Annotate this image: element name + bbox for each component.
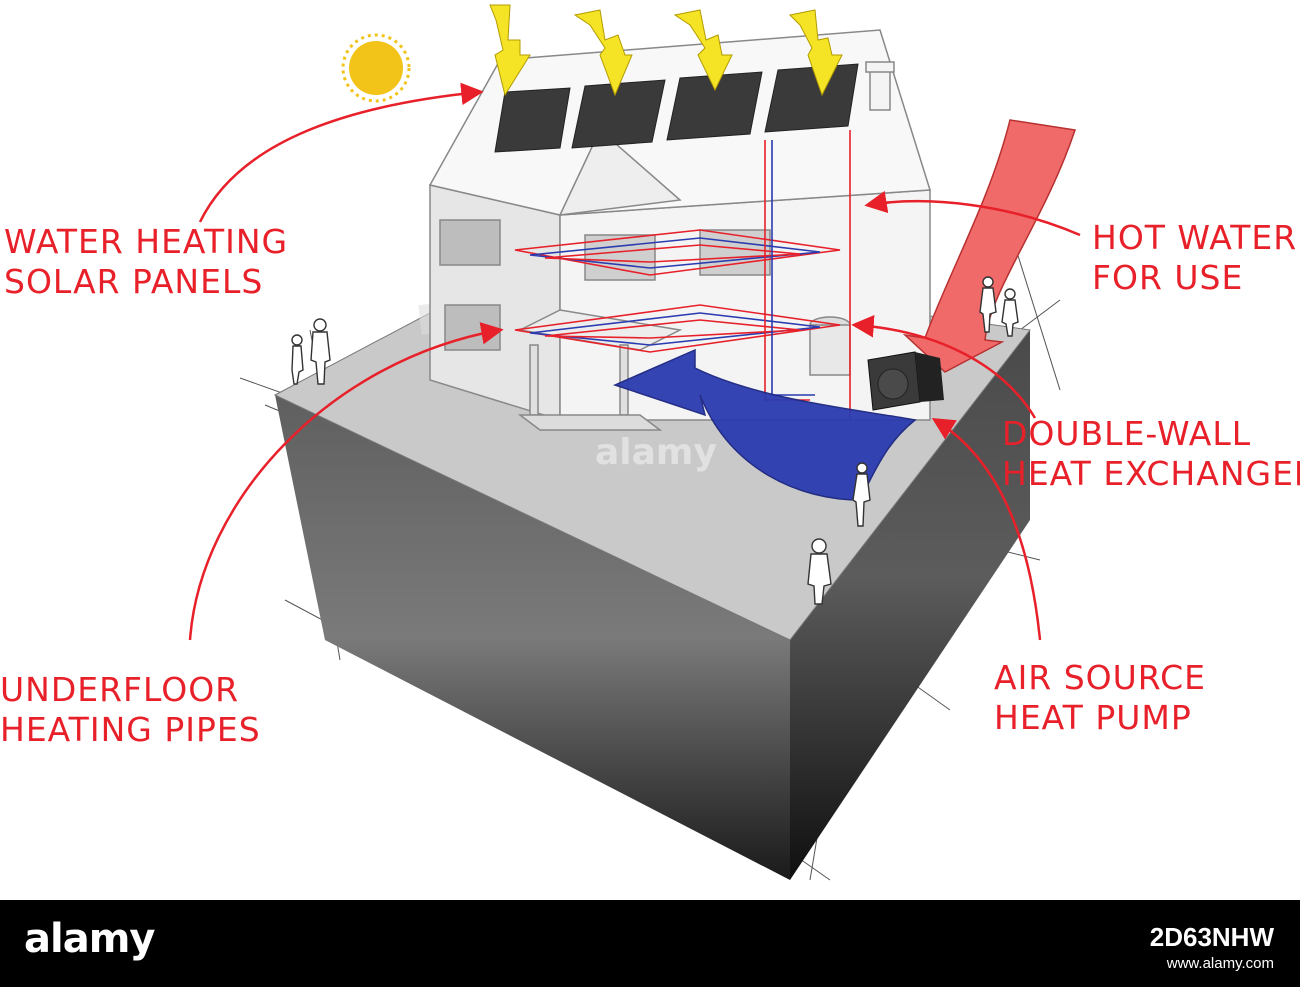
label-line: SOLAR PANELS <box>4 262 264 301</box>
ground-left-face <box>275 395 790 880</box>
label-line: FOR USE <box>1092 258 1244 297</box>
people <box>291 276 1019 605</box>
label-line: HEATING PIPES <box>0 710 261 749</box>
ground-right-face <box>790 330 1030 880</box>
heat-pump-icon <box>867 351 944 411</box>
site-url: www.alamy.com <box>1166 955 1274 972</box>
person-icon <box>852 462 871 527</box>
image-id: 2D63NHW <box>1149 922 1274 952</box>
solar-panels <box>494 63 859 153</box>
label-line: AIR SOURCE <box>994 658 1206 697</box>
water-return-arrow <box>612 348 917 501</box>
image-id-block: 2D63NHW www.alamy.com <box>1150 922 1274 972</box>
alamy-logo: alamy <box>24 916 155 962</box>
pointer-hot-water <box>864 190 1081 237</box>
label-line: WATER HEATING <box>4 222 289 261</box>
label-line: HEAT EXCHANGER <box>1002 454 1300 493</box>
person-icon <box>807 538 832 605</box>
label-heat-pump: AIR SOURCE HEAT PUMP <box>994 658 1206 738</box>
diagram-canvas <box>188 4 1081 881</box>
sun-icon <box>341 33 411 103</box>
person-icon <box>310 318 331 385</box>
person-icon <box>979 276 997 333</box>
solar-panel-icon <box>666 71 763 141</box>
label-line: UNDERFLOOR <box>0 670 240 709</box>
pointer-arrows <box>188 82 1081 641</box>
sun-rays <box>489 4 843 97</box>
person-icon <box>291 334 304 385</box>
watermark: alamy <box>595 432 717 473</box>
label-hot-water: HOT WATER FOR USE <box>1092 218 1297 298</box>
solar-panel-icon <box>764 63 859 133</box>
label-line: DOUBLE-WALL <box>1002 414 1252 453</box>
label-line: HEAT PUMP <box>994 698 1192 737</box>
pointer-underfloor <box>188 322 504 641</box>
air-intake-arrow <box>902 119 1076 373</box>
pointer-pump <box>931 418 1042 641</box>
person-icon <box>1001 288 1019 337</box>
pointer-solar <box>198 82 484 223</box>
solar-panel-icon <box>494 87 571 153</box>
label-solar-panels: WATER HEATING SOLAR PANELS <box>4 222 288 302</box>
pointer-exchanger <box>851 315 1037 419</box>
solar-panel-icon <box>571 79 666 149</box>
label-heat-exchanger: DOUBLE-WALL HEAT EXCHANGER <box>1002 414 1300 494</box>
label-underfloor-pipes: UNDERFLOOR HEATING PIPES <box>0 670 261 750</box>
footer-bar: alamy 2D63NHW www.alamy.com <box>0 900 1300 987</box>
label-line: HOT WATER <box>1092 218 1298 257</box>
